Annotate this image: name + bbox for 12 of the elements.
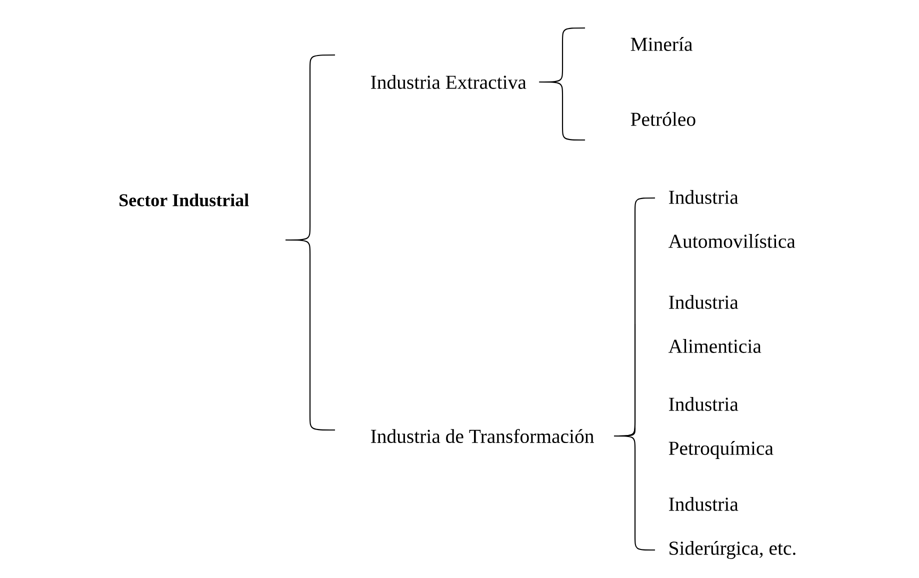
node-label: Industria Automovilística — [668, 190, 796, 248]
node-label: Petróleo — [630, 112, 696, 126]
node-label: Minería — [630, 37, 692, 51]
curly-brace — [614, 435, 656, 551]
curly-brace — [286, 239, 336, 431]
curly-brace — [539, 81, 586, 141]
node-label: Industria Alimenticia — [668, 295, 762, 353]
node-label: Industria de Transformación — [370, 428, 594, 444]
node-label: Industria Extractiva — [370, 75, 526, 89]
node-label: Industria Siderúrgica, etc. — [669, 497, 796, 559]
node-label: Sector Industrial — [120, 194, 249, 206]
node-label: Industria Petroquímica — [668, 397, 774, 459]
